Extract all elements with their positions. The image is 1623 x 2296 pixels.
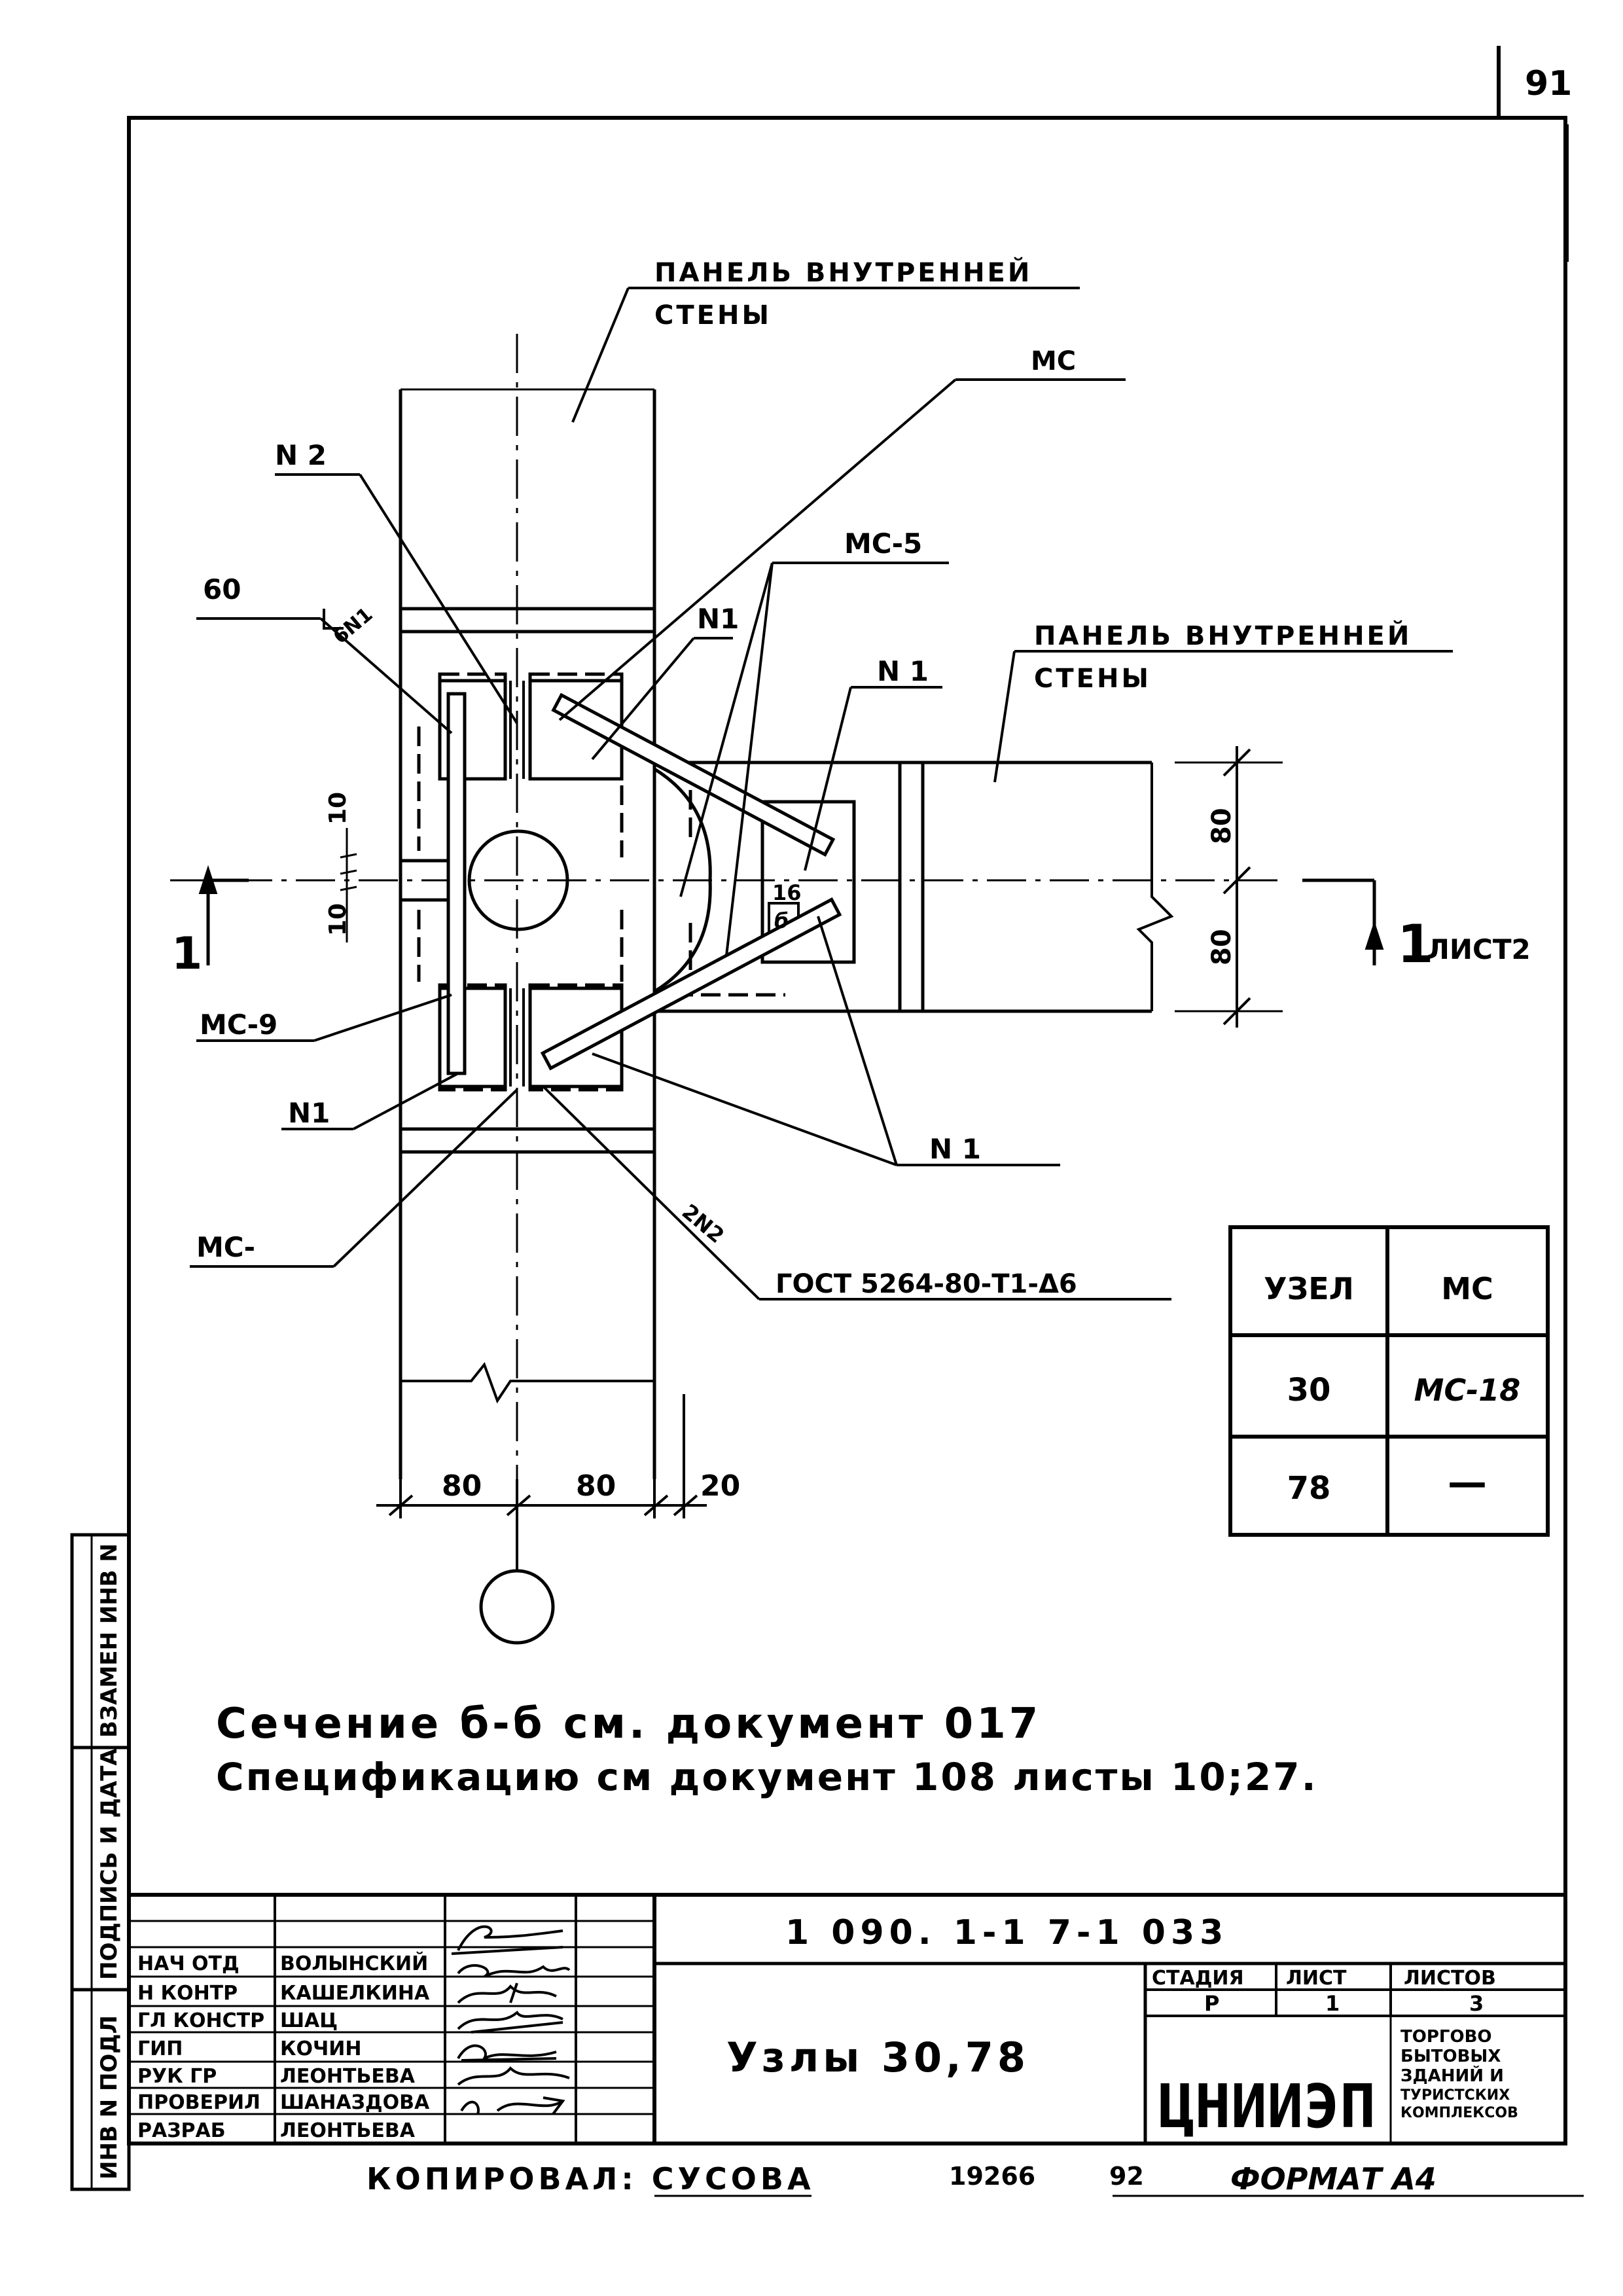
- label-n1-right: N 1: [877, 655, 929, 687]
- footer: КОПИРОВАЛ: СУСОВА 19266 92 ФОРМАТ А4: [366, 2161, 1584, 2197]
- person-name: КАШЕЛКИНА: [280, 1982, 430, 2005]
- sheets-value: 3: [1469, 1991, 1484, 2016]
- stamp-inv: ИНВ N ПОДЛ: [96, 2015, 122, 2179]
- label-mc-dash: МС-: [196, 1231, 255, 1263]
- person-name: ЛЕОНТЬЕВА: [280, 2119, 416, 2142]
- sheet-value: 1: [1325, 1991, 1340, 2016]
- role-label: ГИП: [137, 2037, 183, 2060]
- role-label: ПРОВЕРИЛ: [137, 2091, 260, 2114]
- stage-value: Р: [1204, 1991, 1219, 2016]
- org-desc-line: ТОРГОВО: [1400, 2027, 1491, 2047]
- drawing-title: Узлы 30,78: [726, 2034, 1029, 2081]
- joint-drawing: [170, 287, 1453, 1645]
- org-desc-line: КОМПЛЕКСОВ: [1400, 2105, 1518, 2121]
- label-n1-left: N1: [288, 1097, 330, 1129]
- dim-10-upper: 10: [325, 792, 351, 825]
- org-desc-line: БЫТОВЫХ: [1400, 2047, 1501, 2066]
- note-line-2: Спецификацию см документ 108 листы 10;27…: [216, 1755, 1318, 1799]
- drawing-frame: [127, 116, 1567, 2145]
- label-panel-top-line1: ПАНЕЛЬ ВНУТРЕННЕЙ: [654, 257, 1032, 288]
- role-label: РАЗРАБ: [137, 2119, 226, 2142]
- label-n2: N 2: [275, 439, 327, 471]
- notes: Сечение б-б см. документ 017 Спецификаци…: [216, 1700, 1318, 1799]
- role-label: НАЧ ОТД: [137, 1952, 240, 1975]
- page-number: 91: [1525, 64, 1572, 103]
- label-60: 60: [203, 573, 241, 605]
- dim-10-lower: 10: [325, 903, 351, 936]
- table-cell: 78: [1287, 1470, 1331, 1507]
- table-header-node: УЗЕЛ: [1264, 1271, 1354, 1306]
- person-name: ЛЕОНТЬЕВА: [280, 2065, 416, 2088]
- table-cell: 30: [1287, 1372, 1331, 1408]
- dim-80-left: 80: [442, 1469, 482, 1503]
- org-desc-line: ТУРИСТСКИХ: [1400, 2087, 1510, 2104]
- table-cell: —: [1448, 1460, 1487, 1505]
- label-mc: МС: [1031, 346, 1076, 376]
- sheets-header: ЛИСТОВ: [1404, 1967, 1496, 1990]
- role-label: РУК ГР: [137, 2065, 217, 2088]
- dim-20: 20: [700, 1469, 740, 1503]
- label-gost: ГОСТ 5264-80-Т1-Δ6: [776, 1269, 1077, 1299]
- title-block-roles: НАЧ ОТД Н КОНТР ГЛ КОНСТР ГИП РУК ГР ПРО…: [137, 1952, 264, 2142]
- label-n1-top: N1: [697, 603, 739, 635]
- label-b-small: б: [774, 908, 789, 933]
- person-name: КОЧИН: [280, 2037, 361, 2060]
- side-stamp: ВЗАМЕН ИНВ N ПОДПИСЬ И ДАТА ИНВ N ПОДЛ: [70, 1533, 131, 2191]
- stage-header: СТАДИЯ: [1152, 1967, 1244, 1990]
- drawing-labels: ПАНЕЛЬ ВНУТРЕННЕЙ СТЕНЫ МС N 2 МС-5 60 6…: [171, 257, 1531, 1503]
- table-cell: МС-18: [1414, 1372, 1521, 1408]
- signatures: [451, 1925, 571, 2115]
- page-number-tab: 91: [1497, 46, 1572, 262]
- label-n1-bottom: N 1: [929, 1133, 981, 1165]
- table-header-mc: МС: [1441, 1271, 1493, 1306]
- dim-80-right-bottom: 80: [1207, 929, 1237, 965]
- section-mark-left: 1: [171, 928, 202, 980]
- person-name: ШАЦ: [280, 2009, 338, 2032]
- label-mc5: МС-5: [844, 528, 922, 560]
- dim-80-right-top: 80: [1207, 808, 1237, 844]
- doc-code: 1 090. 1-1 7-1 033: [785, 1913, 1228, 1952]
- label-mc9: МС-9: [200, 1009, 277, 1041]
- dim-80-mid: 80: [576, 1469, 616, 1503]
- title-block: НАЧ ОТД Н КОНТР ГЛ КОНСТР ГИП РУК ГР ПРО…: [129, 1893, 1565, 2145]
- label-panel-right-line1: ПАНЕЛЬ ВНУТРЕННЕЙ: [1034, 620, 1412, 651]
- person-name: ВОЛЫНСКИЙ: [280, 1952, 428, 1975]
- title-block-names: ВОЛЫНСКИЙ КАШЕЛКИНА ШАЦ КОЧИН ЛЕОНТЬЕВА …: [280, 1952, 430, 2142]
- sheet-header: ЛИСТ: [1286, 1967, 1347, 1990]
- label-panel-top-line2: СТЕНЫ: [654, 300, 772, 331]
- section-mark-right: 1: [1397, 914, 1434, 975]
- role-label: Н КОНТР: [137, 1982, 238, 2005]
- label-6n1: 6N1: [329, 603, 378, 649]
- footer-format: ФОРМАТ А4: [1230, 2161, 1436, 2197]
- footer-num-1: 19266: [949, 2162, 1035, 2191]
- person-name: ШАНАЗДОВА: [280, 2091, 430, 2114]
- stamp-vzamen: ВЗАМЕН ИНВ N: [96, 1543, 122, 1738]
- stamp-podpis: ПОДПИСЬ И ДАТА: [96, 1748, 122, 1980]
- footer-copied: КОПИРОВАЛ: СУСОВА: [366, 2161, 815, 2197]
- role-label: ГЛ КОНСТР: [137, 2009, 264, 2032]
- section-mark-right-sheet: ЛИСТ2: [1427, 933, 1531, 965]
- label-16: 16: [772, 880, 802, 905]
- label-2n2: 2N2: [677, 1199, 729, 1248]
- note-line-1: Сечение б-б см. документ 017: [216, 1700, 1041, 1748]
- label-panel-right-line2: СТЕНЫ: [1034, 664, 1151, 694]
- organization: ЦНИИЭП: [1158, 2072, 1376, 2142]
- node-table: УЗЕЛ МС 30 МС-18 78 —: [1228, 1225, 1550, 1537]
- footer-num-2: 92: [1109, 2162, 1144, 2191]
- org-desc-line: ЗДАНИЙ И: [1400, 2065, 1504, 2086]
